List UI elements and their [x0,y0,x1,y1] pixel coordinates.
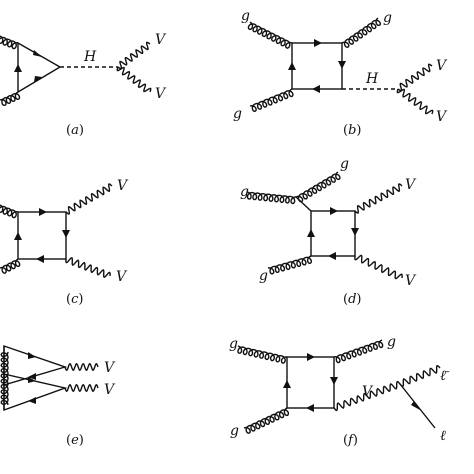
diagram-f: g g g V ℓ̄ ℓ (f) [229,334,450,448]
arrow-d-bottom [328,252,336,260]
quark-box-b [291,42,343,90]
gluon-f-bottomleft [243,407,290,434]
arrow-b-top [314,39,322,47]
diagram-e: V V (e) [0,345,116,448]
gluon-b-bottomleft [249,88,294,113]
gluon-c-top [0,204,19,219]
boson-a-top [117,41,151,70]
label-g-d-3: g [259,268,268,284]
arrow-d-right [351,228,359,236]
label-H-a: H [83,49,97,65]
lepton-f-lower [399,383,436,429]
arrow-e-3 [28,377,36,383]
caption-c: (c) [66,292,83,307]
label-V-b-top: V [436,58,448,74]
arrow-f-left [283,380,291,388]
gluon-b-topright [341,17,382,49]
arrow-e-1 [28,352,36,359]
arrow-a-1 [33,50,42,57]
arrow-e-2 [28,373,36,380]
gluon-a-top [0,35,19,50]
arrow-c-right [62,230,70,238]
label-V-c-top: V [117,178,129,194]
label-V-a-top: V [155,32,167,48]
arrow-c-top [39,208,47,216]
arrow-f-bottom [306,404,314,412]
label-g-f-2: g [387,334,396,350]
label-H-b: H [365,71,379,87]
label-V-d-bottom: V [405,273,417,289]
gluon-f-topleft [237,345,288,364]
arrow-f-right [330,377,338,385]
gluon-b-topleft [247,21,293,49]
boson-a-bottom [116,66,152,93]
quark-box-d [310,210,356,257]
diagram-b: g g g H V V (b) [233,8,448,138]
boson-d-bottom [354,254,403,280]
gluon-f-topright [333,339,384,364]
caption-f: (f) [343,433,358,448]
arrow-c-bottom [36,255,44,263]
label-V-d-top: V [405,177,417,193]
boson-b-top [397,63,433,92]
boson-c-bottom [65,256,111,279]
arrow-d-left [307,229,315,237]
arrow-a-2 [34,76,42,82]
diagram-d: g g g V V (d) [240,156,417,307]
boson-f [333,380,401,412]
gluon-d-bottom [267,255,312,275]
quark-box-f [286,356,335,409]
gluon-e-link [0,351,9,406]
label-g-d-2: g [340,156,349,172]
gluon-d-topright [295,171,341,203]
caption-d: (d) [343,292,361,307]
label-l-f: ℓ [440,428,446,444]
label-V-c-bottom: V [116,269,128,285]
caption-e: (e) [66,433,84,448]
diagram-a: H V V (a) [0,32,167,138]
caption-b: (b) [343,123,361,138]
label-V-e-top: V [104,360,116,376]
quark-loop-a [17,41,62,94]
label-g-f-1: g [229,336,238,352]
diagram-c: V V (c) [0,178,129,307]
label-V-e-bottom: V [104,382,116,398]
label-V-b-bottom: V [436,109,448,125]
label-g-b-2: g [383,10,392,26]
boson-d-top [354,183,403,214]
label-lbar-f: ℓ̄ [440,368,450,384]
arrow-c-left [14,232,22,240]
gluon-c-bottom [0,258,21,274]
label-g-f-3: g [230,423,239,439]
boson-b-bottom [396,88,434,115]
arrow-b-right [338,61,346,69]
gluon-link-d [295,196,312,212]
arrow-e-4 [28,397,36,404]
arrow-d-top [330,207,338,215]
arrow-b-left [288,62,296,70]
lepton-f-upper [399,364,441,388]
boson-c-top [65,183,113,215]
label-g-b-1: g [241,8,250,24]
quark-box-c [17,211,67,260]
arrow-f-lepton [411,401,420,410]
boson-e-bottom [64,383,99,393]
gluon-d-topleft [246,191,297,205]
label-V-a-bottom: V [155,86,167,102]
arrow-a-3 [14,64,22,72]
caption-a: (a) [66,123,84,138]
label-V-f: V [362,384,374,400]
label-g-d-1: g [240,184,249,200]
label-g-b-3: g [233,106,242,122]
boson-e-top [64,362,99,372]
gluon-a-bottom [0,91,21,107]
arrow-b-bottom [312,85,320,93]
arrow-f-top [307,353,315,361]
